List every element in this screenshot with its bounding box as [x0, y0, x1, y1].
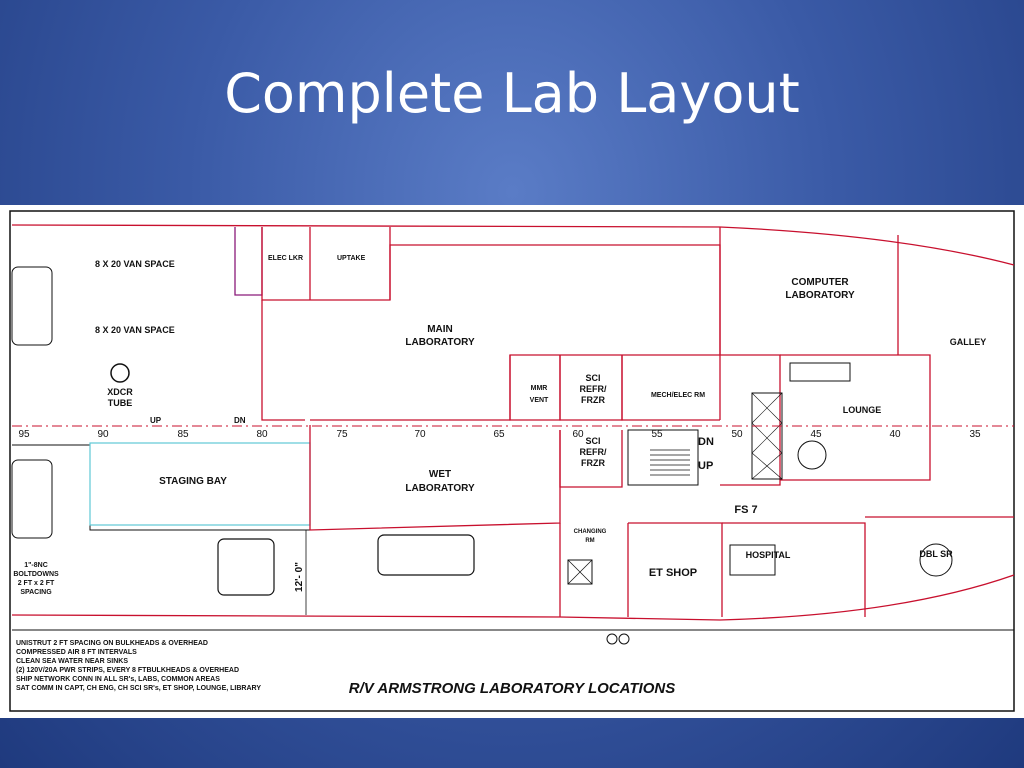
- label-uptake: UPTAKE: [337, 255, 366, 262]
- label-van-1: 8 X 20 VAN SPACE: [95, 259, 175, 269]
- computer-lab-wall: [719, 227, 781, 486]
- elec-uptake-block: [261, 227, 391, 301]
- main-lab-west-wall: [261, 300, 305, 421]
- hospital-bed: [729, 544, 776, 576]
- note-4: (2) 120V/20A PWR STRIPS, EVERY 8 FTBULKH…: [16, 667, 239, 674]
- label-main-lab-2: LABORATORY: [405, 337, 475, 348]
- label-hospital: HOSPITAL: [746, 550, 791, 560]
- van-enclosure-2: [11, 459, 53, 539]
- equipment-rack: [751, 392, 783, 480]
- floor-plan-panel: 8 X 20 VAN SPACE 8 X 20 VAN SPACE ELEC L…: [0, 205, 1024, 718]
- hatch-1: [217, 538, 275, 596]
- frame-70: 70: [414, 429, 426, 440]
- stair-treads: [650, 449, 690, 476]
- label-xdcr-2: TUBE: [108, 398, 133, 408]
- frame-65: 65: [493, 429, 505, 440]
- label-up-2: UP: [698, 460, 713, 472]
- lounge-sofa: [789, 362, 851, 382]
- label-vent: VENT: [530, 397, 549, 404]
- xdcr-tube-circle: [110, 363, 130, 383]
- label-staging-bay: STAGING BAY: [159, 476, 227, 487]
- hull-top: [11, 224, 1015, 266]
- label-changing-2: RM: [585, 538, 594, 544]
- label-computer-lab-2: LABORATORY: [785, 290, 855, 301]
- hull-bottom: [11, 574, 1015, 621]
- label-wet-lab-2: LABORATORY: [405, 483, 475, 494]
- label-elec-lkr: ELEC LKR: [268, 255, 303, 262]
- frame-85: 85: [177, 429, 189, 440]
- label-sci-refr-2a: SCI: [585, 436, 600, 446]
- frame-60: 60: [572, 429, 584, 440]
- rack-hatch: [751, 392, 783, 480]
- label-dbl-sr: DBL SR: [919, 549, 953, 559]
- label-dimension: 12'- 0": [294, 562, 305, 592]
- frame-45: 45: [810, 429, 822, 440]
- hospital-wall: [722, 522, 866, 617]
- lounge-table: [797, 440, 827, 470]
- label-sci-refr-1b: REFR/: [580, 384, 607, 394]
- shower: [567, 559, 593, 585]
- label-boltdowns-4: SPACING: [20, 589, 52, 596]
- label-mech-elec: MECH/ELEC RM: [651, 392, 705, 399]
- dbl-sr-table: [919, 543, 953, 577]
- label-galley: GALLEY: [950, 337, 987, 347]
- label-main-lab-1: MAIN: [427, 324, 453, 335]
- label-dn-1: DN: [234, 416, 246, 425]
- label-van-2: 8 X 20 VAN SPACE: [95, 325, 175, 335]
- label-up-1: UP: [150, 416, 162, 425]
- frame-95: 95: [18, 429, 30, 440]
- frame-80: 80: [256, 429, 268, 440]
- staging-bay-outline: [12, 444, 310, 531]
- mech-elec-room: [621, 355, 720, 421]
- lounge-wall: [780, 354, 931, 481]
- label-boltdowns-3: 2 FT x 2 FT: [18, 580, 55, 587]
- plan-border: [9, 210, 1015, 712]
- label-mmr: MMR: [531, 385, 548, 392]
- frame-90: 90: [97, 429, 109, 440]
- label-xdcr-1: XDCR: [107, 387, 133, 397]
- symbol-icon: [606, 633, 630, 645]
- label-dn-2: DN: [698, 436, 714, 448]
- van-wall: [234, 227, 263, 296]
- note-5: SHIP NETWORK CONN IN ALL SR's, LABS, COM…: [16, 676, 220, 683]
- plan-title: R/V ARMSTRONG LABORATORY LOCATIONS: [349, 680, 675, 697]
- stairwell: [627, 429, 699, 486]
- note-3: CLEAN SEA WATER NEAR SINKS: [16, 658, 128, 665]
- label-computer-lab-1: COMPUTER: [791, 277, 849, 288]
- frame-50: 50: [731, 429, 743, 440]
- note-1: UNISTRUT 2 FT SPACING ON BULKHEADS & OVE…: [16, 640, 208, 647]
- frame-55: 55: [651, 429, 663, 440]
- label-sci-refr-2c: FRZR: [581, 458, 605, 468]
- label-wet-lab-1: WET: [429, 469, 451, 480]
- van-enclosure-1: [11, 266, 53, 346]
- label-boltdowns-2: BOLTDOWNS: [13, 571, 59, 578]
- slide-title: Complete Lab Layout: [224, 62, 800, 125]
- note-2: COMPRESSED AIR 8 FT INTERVALS: [16, 649, 137, 656]
- frame-40: 40: [889, 429, 901, 440]
- label-fs: FS 7: [734, 504, 757, 516]
- frame-75: 75: [336, 429, 348, 440]
- floor-plan-drawing: 8 X 20 VAN SPACE 8 X 20 VAN SPACE ELEC L…: [9, 210, 1015, 712]
- main-lab-south-wall: [310, 354, 720, 421]
- label-changing-1: CHANGING: [574, 529, 607, 535]
- label-boltdowns-1: 1"-8NC: [24, 562, 48, 569]
- label-lounge: LOUNGE: [843, 405, 882, 415]
- hatch-2: [377, 534, 475, 576]
- wet-lab-wall: [309, 425, 561, 531]
- label-sci-refr-1c: FRZR: [581, 395, 605, 405]
- note-6: SAT COMM IN CAPT, CH ENG, CH SCI SR's, E…: [16, 685, 261, 692]
- label-sci-refr-1a: SCI: [585, 373, 600, 383]
- label-et-shop: ET SHOP: [649, 567, 697, 579]
- shower-x2: [567, 559, 593, 585]
- label-sci-refr-2b: REFR/: [580, 447, 607, 457]
- frame-35: 35: [969, 429, 981, 440]
